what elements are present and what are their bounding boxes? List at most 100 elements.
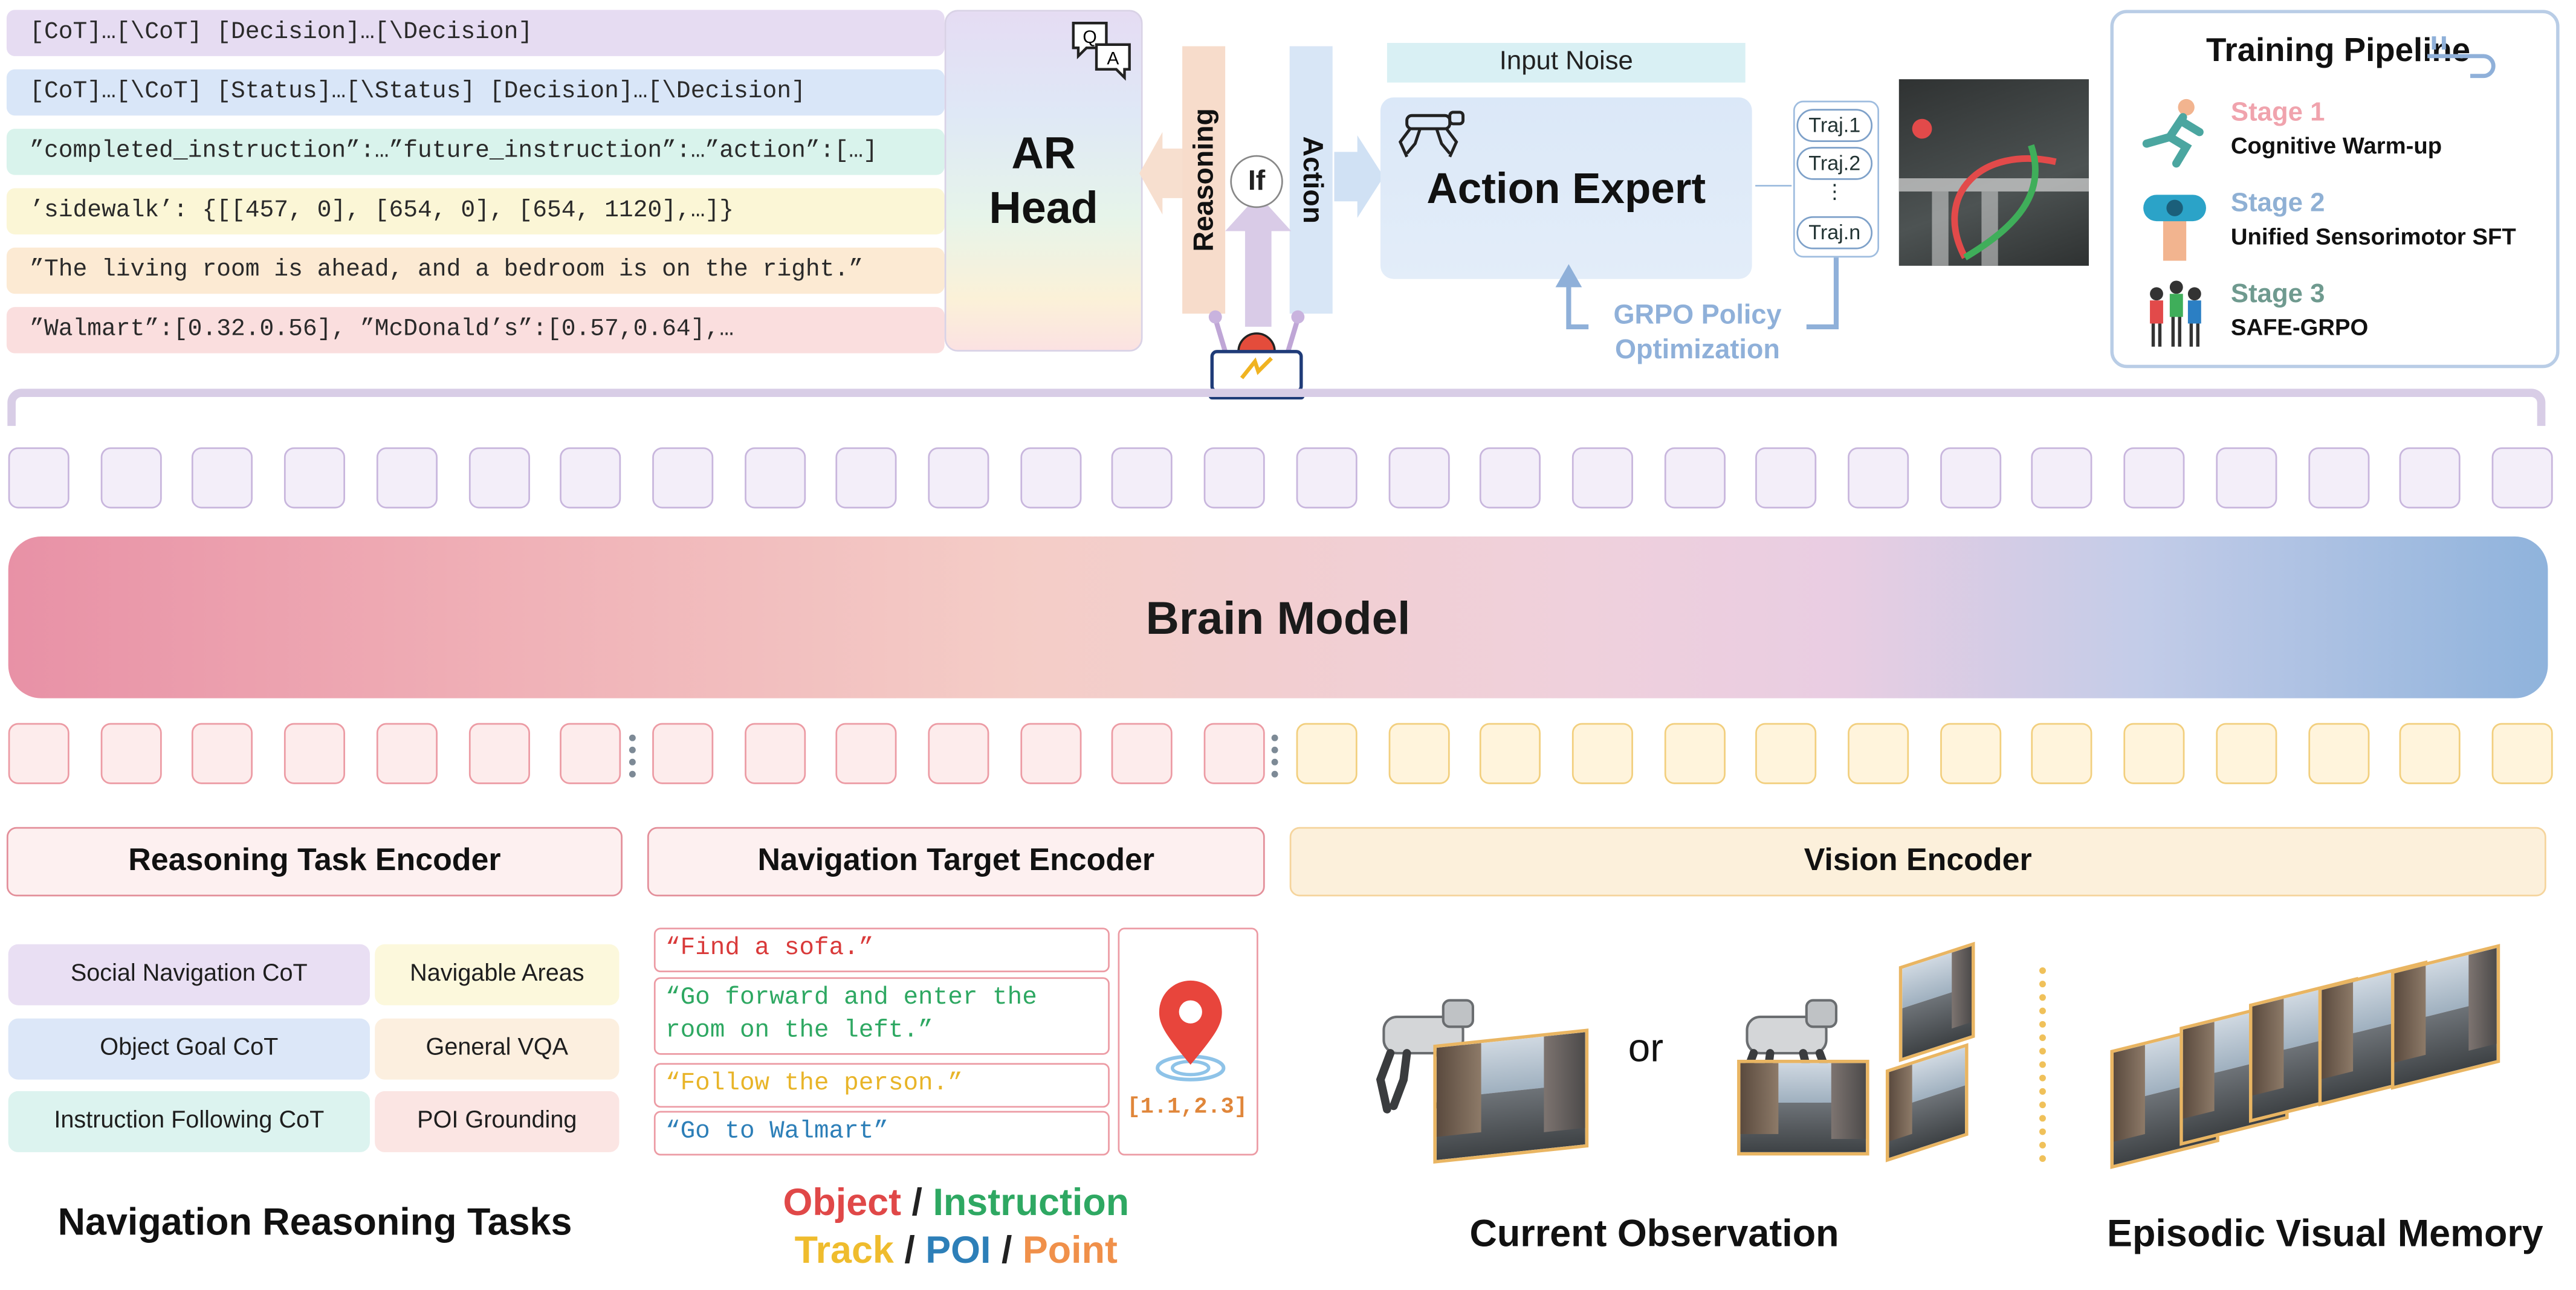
qa-a-letter: A [1107,49,1119,69]
stage3-team-icon [2150,280,2201,347]
output-token [1848,447,1909,509]
legend-object: Object [783,1180,902,1224]
vision-token [1755,723,1817,784]
navigation-target-token [1020,723,1081,784]
token-separator-2 [1271,734,1278,778]
nav-target-object: “Find a sofa.” [653,927,1110,973]
legend-instruction: Instruction [933,1180,1130,1224]
vision-token [2215,723,2277,784]
output-token [1020,447,1081,509]
output-token [8,447,70,509]
task-navigable-areas: Navigable Areas [375,944,620,1005]
output-token [192,447,254,509]
training-pipeline-panel: Training Pipeline Stage 1 Cognitive Warm… [2110,10,2560,369]
episodic-memory-caption: Episodic Visual Memory [2107,1211,2543,1255]
stage1-runner-icon [2142,98,2204,168]
output-token [284,447,346,509]
vision-token [2400,723,2461,784]
output-token [744,447,806,509]
multi-view-frame-side [1885,1043,1969,1163]
output-token [2491,447,2553,509]
reasoning-task-encoder: Reasoning Task Encoder [6,827,623,897]
vision-token [2491,723,2553,784]
output-format-instruction-action: ”completed_instruction”:…”future_instruc… [6,129,945,175]
reasoning-bar [1182,46,1226,314]
grpo-label: GRPO Policy Optimization [1588,298,1807,369]
output-token [652,447,713,509]
navigation-target-encoder: Navigation Target Encoder [647,827,1265,897]
vision-token [1663,723,1725,784]
reasoning-label: Reasoning [1187,108,1219,252]
nav-target-instruction: “Go forward and enter the room on the le… [653,977,1110,1055]
legend-poi: POI [925,1228,991,1271]
stage3-desc: SAFE-GRPO [2230,314,2369,340]
output-bracket [7,389,2546,426]
vision-encoder: Vision Encoder [1289,827,2546,897]
trajectory-group [1793,100,1880,258]
output-token [2400,447,2461,509]
output-token [1112,447,1173,509]
ar-head-title-line2: Head [989,183,1098,233]
trajectory-2: Traj.2 [1796,147,1873,180]
brain-model-title: Brain Model [1145,592,1411,644]
nav-target-poi: “Go to Walmart” [653,1111,1110,1156]
reasoning-task-token [100,723,161,784]
action-bar [1289,46,1333,314]
output-token [2123,447,2185,509]
output-token [2215,447,2277,509]
if-condition-node: If [1230,155,1283,208]
quadruped-robot-icon [1398,111,1465,158]
stage2-name: Stage 2 [2230,190,2325,218]
trajectory-1: Traj.1 [1796,109,1873,142]
output-format-vqa: ”The living room is ahead, and a bedroom… [6,247,945,294]
vision-token [1388,723,1449,784]
token-separator-1 [629,734,636,778]
navigation-target-token [652,723,713,784]
output-token [1571,447,1633,509]
output-token [2307,447,2369,509]
nav-target-legend: Object / Instruction Track / POI / Point [783,1180,1130,1271]
output-token [560,447,621,509]
navigation-target-token [744,723,806,784]
output-token [1203,447,1265,509]
task-poi-grounding: POI Grounding [375,1091,620,1152]
legend-track: Track [794,1228,894,1271]
current-observation-caption: Current Observation [1469,1211,1839,1255]
vision-token [1848,723,1909,784]
navigation-target-token [1203,723,1265,784]
arrow-to-ar-head-icon [1139,132,1189,215]
robot-dog-icon-1 [1376,999,1474,1114]
reasoning-task-token [192,723,254,784]
pipeline-curve-icon [2427,36,2496,79]
stage2-megaphone-icon [2143,195,2206,261]
output-token [376,447,438,509]
vision-token [1480,723,1541,784]
output-format-cot-status-decision: [CoT]…[\CoT] [Status]…[\Status] [Decisio… [6,69,945,116]
reasoning-task-token [376,723,438,784]
output-token [836,447,898,509]
multi-view-frame-front [1737,1059,1869,1156]
navigation-target-token [836,723,898,784]
qa-chat-icon: Q A [1072,22,1131,81]
stage3-name: Stage 3 [2230,280,2325,309]
nav-target-track: “Follow the person.” [653,1063,1110,1108]
switch-up-arrow-icon [1225,195,1292,327]
vision-token [1296,723,1358,784]
nav-target-point-box: [1.1,2.3] [1118,927,1258,1156]
reasoning-task-token [284,723,346,784]
task-social-navigation-cot: Social Navigation CoT [8,944,370,1005]
output-token [1296,447,1358,509]
vision-token [2123,723,2185,784]
location-pin-icon [1156,980,1226,1082]
vision-token [2307,723,2369,784]
training-pipeline-title: Training Pipeline [2205,33,2471,69]
output-format-sidewalk: ’sidewalk’: {[[457, 0], [654, 0], [654, … [6,188,945,234]
output-token [468,447,529,509]
action-label: Action [1296,136,1328,224]
output-format-cot-decision: [CoT]…[\CoT] [Decision]…[\Decision] [6,10,945,56]
output-token [1940,447,2001,509]
output-token [2031,447,2093,509]
navigation-target-token [928,723,989,784]
ar-head-title-line1: AR [1011,129,1076,179]
